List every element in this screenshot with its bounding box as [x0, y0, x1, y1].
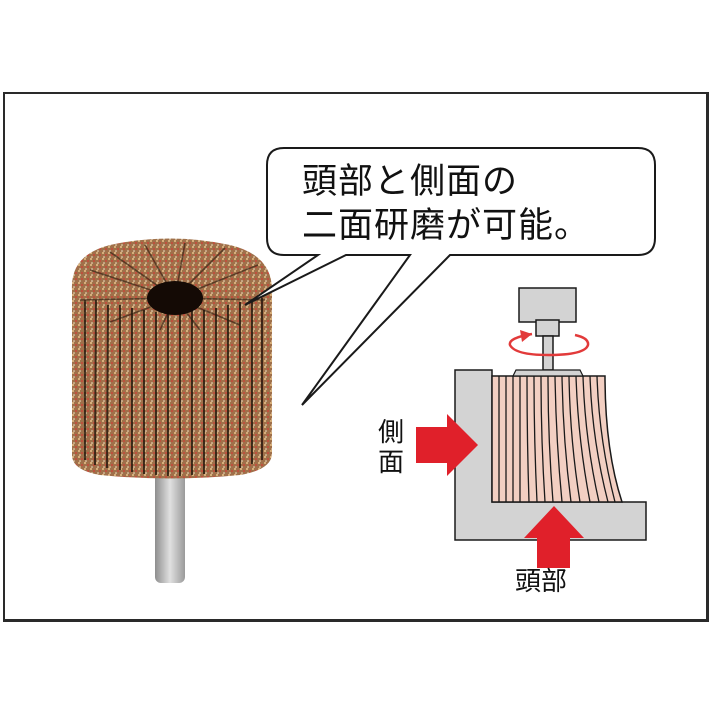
head-arrow-icon [524, 506, 584, 568]
head-label: 頭部 [515, 567, 568, 597]
grinding-diagram [416, 287, 647, 568]
side-label: 側 面 [378, 418, 408, 478]
speech-bubble [244, 147, 656, 406]
callout-line-1: 頭部と側面の [302, 162, 519, 202]
side-label-char-2: 面 [378, 448, 405, 478]
wheel-shaft [155, 455, 185, 583]
side-label-char-1: 側 [378, 418, 405, 448]
spindle-chuck [518, 287, 577, 323]
callout-line-2: 二面研磨が可能。 [302, 206, 591, 246]
flap-wheel-image [71, 238, 273, 583]
rotation-arrow-icon [508, 330, 590, 357]
side-arrow-icon [416, 414, 478, 476]
callout-text: 頭部と側面の 二面研磨が可能。 [302, 160, 590, 248]
wheel-center-hole [147, 281, 203, 315]
